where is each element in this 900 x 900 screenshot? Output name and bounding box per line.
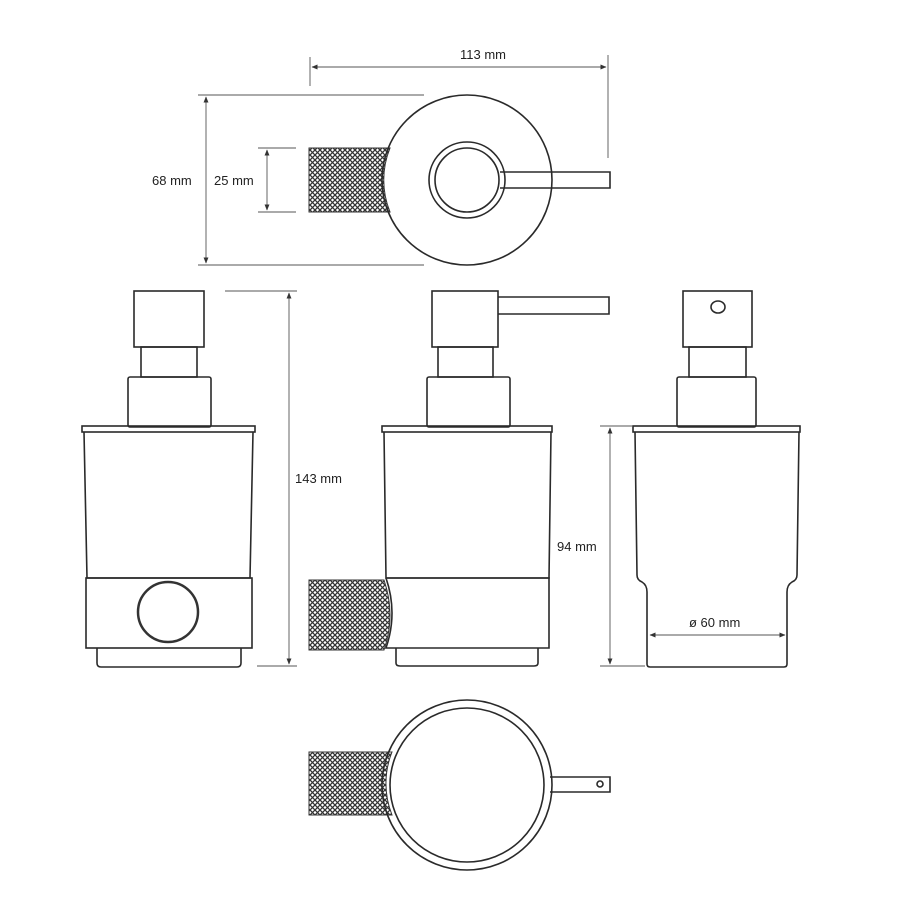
nozzle-hole [710, 300, 726, 314]
label-60: ø 60 mm [689, 615, 740, 630]
knob-face [136, 580, 200, 644]
top-view [198, 55, 611, 266]
label-143: 143 mm [295, 471, 342, 486]
wall-plate [381, 94, 553, 266]
bottom-view [308, 699, 611, 871]
side-view [308, 290, 610, 667]
front-view [81, 290, 297, 668]
knurled-knob [308, 147, 391, 213]
label-94: 94 mm [557, 539, 597, 554]
label-68: 68 mm [152, 173, 192, 188]
label-25: 25 mm [214, 173, 254, 188]
back-view [600, 290, 801, 668]
label-113: 113 mm [460, 47, 506, 62]
knurled-knob-side [308, 579, 391, 651]
pump-lever [500, 171, 611, 189]
